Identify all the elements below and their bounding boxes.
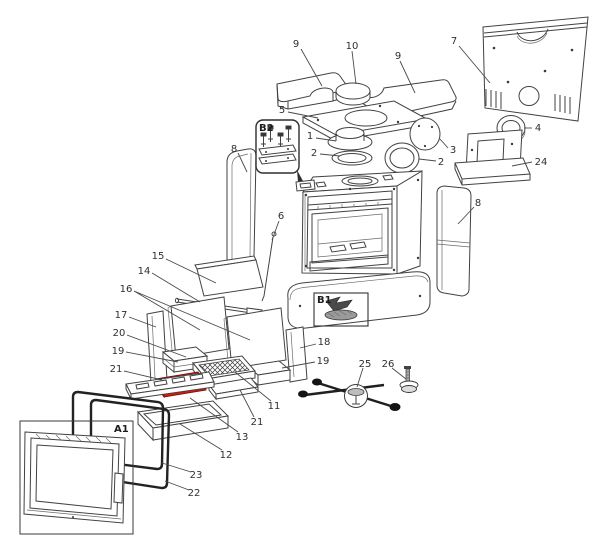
- part-adjustable-foot-26: [399, 366, 419, 393]
- callout-25: 25: [359, 359, 372, 370]
- part-seal-ring-2-top: [331, 150, 373, 166]
- part-plinth-base: [287, 271, 431, 329]
- callout-5: 5: [279, 105, 285, 116]
- callout-17: 17: [115, 310, 128, 321]
- callout-10: 10: [346, 41, 359, 52]
- callout-21-right: 21: [251, 417, 264, 428]
- callout-26: 26: [382, 359, 395, 370]
- part-seal-ring-2-right: [384, 142, 420, 174]
- callout-1: 1: [307, 131, 313, 142]
- callout-6: 6: [278, 211, 284, 222]
- part-burn-basket-11: [192, 355, 256, 388]
- part-firebox-body: [301, 170, 423, 275]
- callout-16: 16: [120, 284, 133, 295]
- part-baffle-15: [194, 255, 264, 297]
- part-leveling-spider-25: [298, 378, 401, 411]
- callout-2-top: 2: [311, 148, 317, 159]
- callout-19-right: 19: [317, 356, 330, 367]
- callout-3: 3: [450, 145, 456, 156]
- part-ash-pan-12: [136, 400, 230, 442]
- part-liner-panels-16: [167, 296, 287, 372]
- label-assembly-b2: B2: [259, 123, 274, 134]
- callout-9-right: 9: [395, 51, 401, 62]
- callout-9-left: 9: [293, 39, 299, 50]
- callout-4: 4: [535, 123, 541, 134]
- part-gasket-wires: [71, 390, 171, 490]
- callout-8-right: 8: [475, 198, 481, 209]
- part-liner-plate-17: [146, 310, 168, 384]
- leader-lines: [123, 45, 533, 491]
- callout-18: 18: [318, 337, 331, 348]
- callout-11: 11: [268, 401, 281, 412]
- label-assembly-b1: B1: [317, 295, 332, 306]
- part-side-panel-left-8: [226, 148, 257, 268]
- callout-15: 15: [152, 251, 165, 262]
- callout-20: 20: [113, 328, 126, 339]
- part-top-disc-10: [335, 82, 371, 106]
- callout-2-right: 2: [438, 157, 444, 168]
- part-flue-collar-1: [327, 127, 373, 151]
- part-blanking-disc-3: [409, 117, 441, 151]
- part-side-panel-right-8: [436, 185, 472, 297]
- assembly-box-b2: [255, 119, 316, 192]
- callout-7: 7: [451, 36, 457, 47]
- callout-14: 14: [138, 266, 151, 277]
- callout-12: 12: [220, 450, 233, 461]
- callout-22: 22: [188, 488, 201, 499]
- callout-23: 23: [190, 470, 203, 481]
- callout-24: 24: [535, 157, 548, 168]
- part-brick-19-left: [161, 346, 209, 374]
- part-bracket-24: [454, 129, 531, 186]
- label-assembly-a1: A1: [114, 424, 129, 435]
- callout-8-left: 8: [231, 144, 237, 155]
- part-rod-6: [261, 231, 277, 302]
- part-liner-plate-18: [285, 326, 308, 383]
- callout-19-left: 19: [112, 346, 125, 357]
- callout-21-left: 21: [110, 364, 123, 375]
- part-grate-frame-21: [208, 377, 259, 401]
- callout-13: 13: [236, 432, 249, 443]
- part-back-panel-7: [482, 16, 589, 122]
- assembly-box-b1: [313, 292, 369, 327]
- assembly-box-a1-door: [19, 420, 134, 535]
- part-slotted-strip-13: [125, 371, 215, 400]
